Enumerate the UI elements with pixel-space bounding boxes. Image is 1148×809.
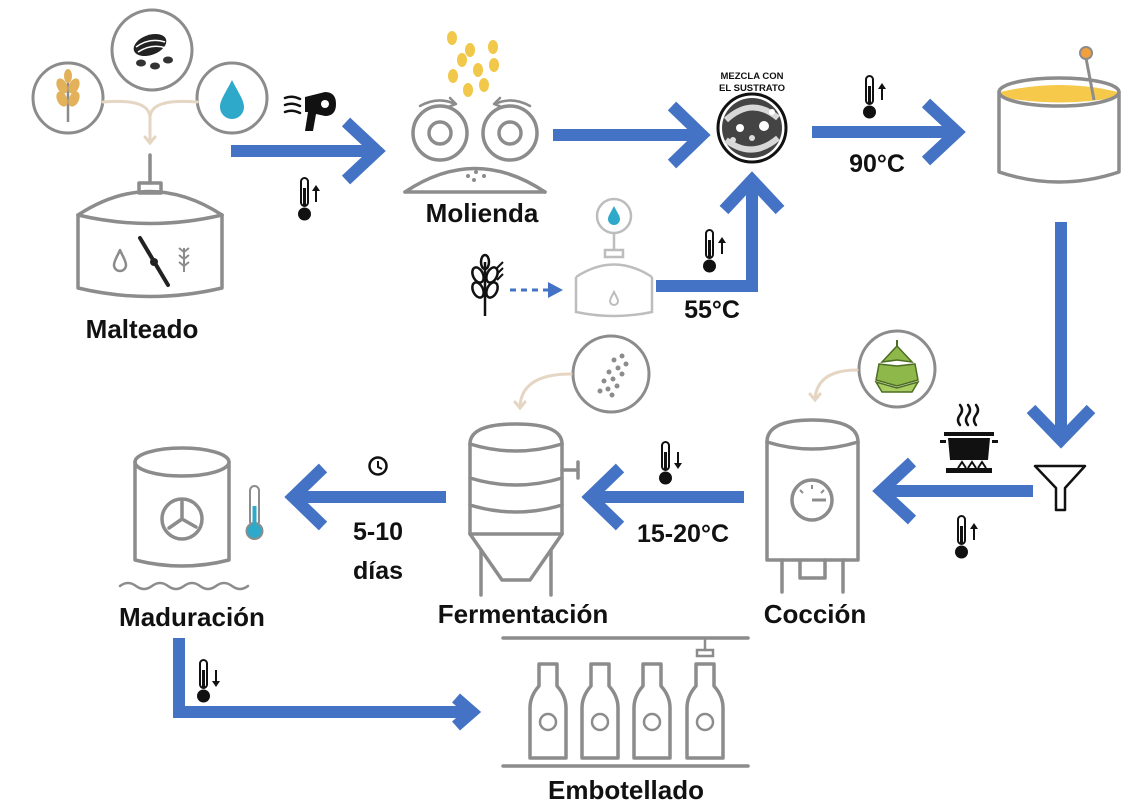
- malting-ingredient-cocoa: [110, 8, 194, 92]
- clock-icon: [368, 456, 388, 476]
- step-label-milling: Molienda: [426, 198, 539, 228]
- flow-arrow-mash-to-mixing: [656, 171, 785, 292]
- flow-arrow-milling-to-mixing: [553, 101, 711, 169]
- heating-temperature: 90°C: [849, 150, 905, 178]
- mash-water-badge: [595, 197, 633, 250]
- step-label-boiling: Cocción: [764, 599, 867, 629]
- bottle-icon: [580, 662, 620, 760]
- flow-arrow-mixing-to-heating: [812, 98, 966, 166]
- stove-pot-icon: [940, 403, 998, 473]
- step-label-fermentation: Fermentación: [438, 599, 609, 629]
- flow-arrow-malting-to-milling: [231, 117, 386, 185]
- flow-arrow-fermentation-to-maturation: [284, 463, 446, 531]
- yeast-icon: [597, 353, 629, 398]
- malting-feed-arrows: [101, 99, 199, 146]
- thermometer-down-icon: [197, 659, 220, 703]
- flow-arrow-boiling-to-fermentation: [581, 463, 744, 531]
- flow-arrow-heating-to-filter: [1026, 222, 1096, 449]
- cocoa-icon: [133, 33, 173, 70]
- mixing-label-line2: EL SUSTRATO: [719, 83, 785, 94]
- water-drop-icon: [608, 206, 620, 225]
- dashed-arrow-grain-to-mash: [510, 282, 563, 298]
- step-label-maturation: Maduración: [119, 602, 265, 632]
- thermometer-up-icon: [955, 515, 978, 559]
- malting-ingredient-wheat: [31, 61, 105, 135]
- wheat-icon: [471, 253, 504, 316]
- step-label-malting: Malteado: [86, 314, 199, 344]
- malting-ingredient-water: [195, 61, 269, 135]
- thermometer-up-icon: [703, 229, 726, 273]
- mill-rollers: [403, 96, 547, 194]
- thermometer-up-icon: [298, 177, 320, 221]
- bottle-icon: [685, 662, 725, 760]
- flow-arrow-filter-to-boiling: [872, 457, 1033, 525]
- maturation-time-unit: días: [353, 557, 403, 585]
- hop-icon: [874, 340, 920, 393]
- mash-tun: [574, 248, 654, 318]
- yeast-badge: [571, 334, 651, 414]
- malting-tank: [76, 153, 224, 299]
- thermometer-down-icon: [659, 441, 682, 485]
- falling-malt-grains: [447, 31, 499, 97]
- bottling-line: [501, 636, 750, 768]
- water-drop-icon: [220, 80, 244, 119]
- thermometer-icon: [245, 485, 264, 540]
- hop-badge: [857, 329, 937, 409]
- thermometer-up-icon: [863, 75, 886, 119]
- hair-dryer-icon: [283, 92, 336, 131]
- funnel-icon: [1033, 464, 1087, 512]
- mash-temperature: 55°C: [684, 296, 740, 324]
- step-label-bottling: Embotellado: [548, 775, 704, 805]
- heating-kettle: [997, 46, 1121, 184]
- fermentation-tank: [468, 422, 580, 597]
- mixing-label-line1: MEZCLA CON: [721, 71, 784, 82]
- maturation-time-value: 5-10: [353, 518, 403, 546]
- bottle-icon: [632, 662, 672, 760]
- boiling-kettle: [765, 418, 860, 594]
- wheat-icon: [56, 69, 80, 122]
- maturation-tank: [118, 446, 250, 591]
- mixing-substrate-icon: [716, 92, 788, 164]
- bottle-icon: [528, 662, 568, 760]
- fermentation-temperature: 15-20°C: [637, 520, 729, 548]
- flow-arrow-maturation-to-bottling: [173, 638, 482, 731]
